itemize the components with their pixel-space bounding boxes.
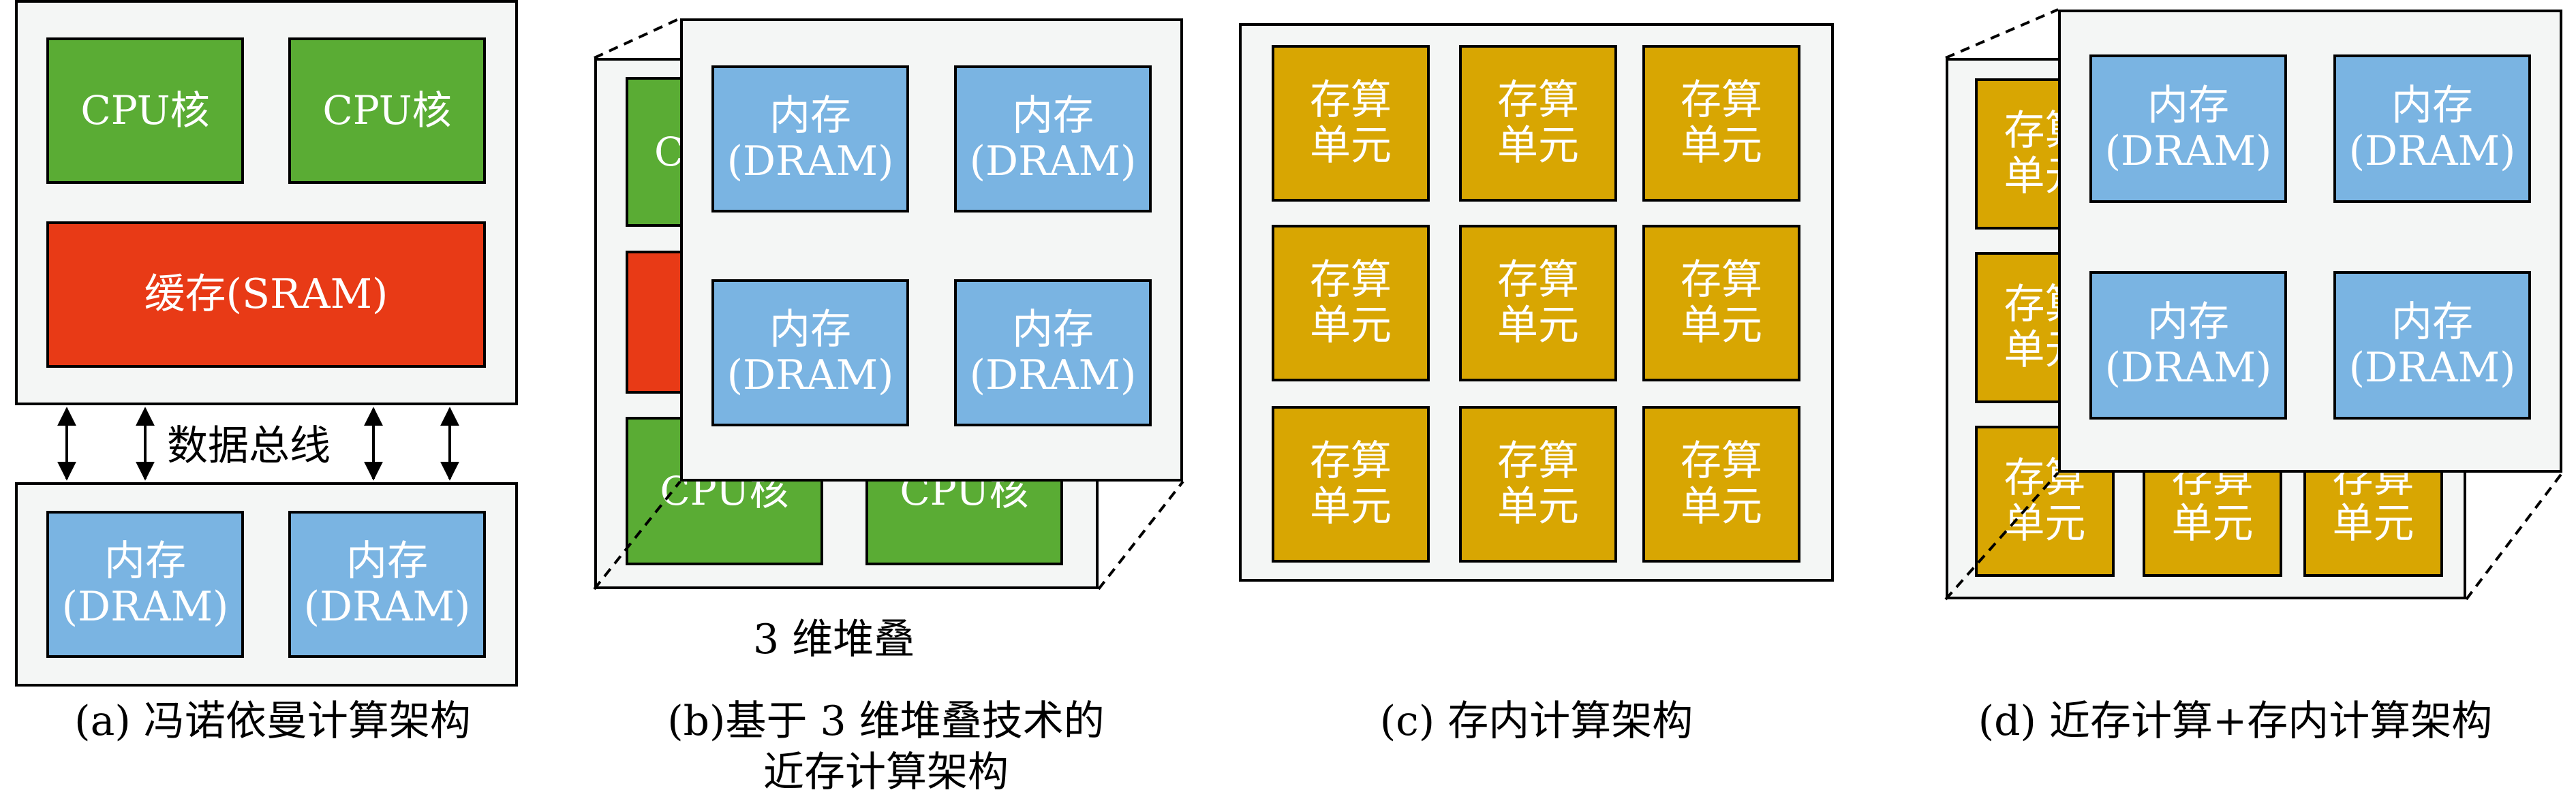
pim-unit-2-line1: 存算 bbox=[1497, 76, 1579, 124]
dram-b-2-line1: 内存 bbox=[1012, 91, 1094, 140]
pim-unit-5: 存算单元 bbox=[1459, 225, 1617, 381]
dram-d-2-line2: (DRAM) bbox=[2348, 127, 2516, 175]
cache-sram: 缓存(SRAM) bbox=[46, 221, 486, 368]
stack-edge-bottom-right bbox=[1097, 480, 1184, 591]
dram-b-4-line2: (DRAM) bbox=[969, 351, 1137, 399]
pim-unit-5-line1: 存算 bbox=[1497, 255, 1579, 304]
pim-back-unit-4-line2: 单元 bbox=[2171, 500, 2254, 548]
dram-b-3: 内存 (DRAM) bbox=[711, 279, 909, 426]
pim-unit-1: 存算单元 bbox=[1272, 45, 1430, 202]
stack-d-edge-bottom-left bbox=[1944, 471, 2059, 601]
data-bus-label: 数据总线 bbox=[167, 422, 331, 470]
dram-d-4-line1: 内存 bbox=[2391, 298, 2473, 346]
dram-d-1-line1: 内存 bbox=[2147, 81, 2229, 129]
dram-b-1-line1: 内存 bbox=[769, 91, 851, 140]
caption-d: (d) 近存计算+存内计算架构 bbox=[1895, 696, 2576, 747]
pim-unit-4-line2: 单元 bbox=[1310, 302, 1392, 349]
back-cpu-top-label: C bbox=[654, 128, 685, 175]
pim-unit-2-line2: 单元 bbox=[1497, 122, 1579, 170]
stack-perspective-lines-b bbox=[593, 17, 1184, 591]
caption-b-line1: (b)基于 3 维堆叠技术的 bbox=[667, 697, 1105, 745]
dram-d-2: 内存 (DRAM) bbox=[2333, 54, 2531, 203]
pim-unit-1-line2: 单元 bbox=[1310, 122, 1392, 170]
dram-b-3-line1: 内存 bbox=[769, 305, 851, 353]
pim-unit-1-line1: 存算 bbox=[1310, 76, 1392, 124]
cpu-core-1: CPU核 bbox=[46, 37, 244, 184]
pim-unit-7: 存算单元 bbox=[1272, 406, 1430, 563]
dram-d-3-line2: (DRAM) bbox=[2104, 344, 2272, 392]
pim-unit-3: 存算单元 bbox=[1642, 45, 1800, 202]
stack-edge-bottom-left bbox=[593, 480, 681, 591]
cpu-core-2: CPU核 bbox=[288, 37, 486, 184]
pim-unit-3-line1: 存算 bbox=[1681, 76, 1762, 124]
pim-unit-3-line2: 单元 bbox=[1681, 122, 1762, 170]
pim-unit-2: 存算单元 bbox=[1459, 45, 1617, 202]
dram-b-2-line2: (DRAM) bbox=[969, 138, 1137, 185]
caption-c-text: (c) 存内计算架构 bbox=[1379, 697, 1693, 745]
caption-b: (b)基于 3 维堆叠技术的 近存计算架构 bbox=[586, 696, 1186, 798]
dram-b-2: 内存 (DRAM) bbox=[954, 65, 1152, 212]
caption-b-line2: 近存计算架构 bbox=[763, 749, 1009, 796]
stack-d-edge-bottom-right bbox=[2465, 471, 2564, 601]
dram-b-4-line1: 内存 bbox=[1012, 305, 1094, 353]
dram-a-2-line2: (DRAM) bbox=[303, 583, 471, 631]
stack-d-edge-top-left bbox=[1945, 8, 2059, 59]
pim-unit-6-line2: 单元 bbox=[1681, 302, 1762, 349]
dram-a-2-line1: 内存 bbox=[346, 537, 428, 585]
dram-d-1-line2: (DRAM) bbox=[2104, 127, 2272, 175]
data-bus-arrows bbox=[57, 407, 459, 481]
pim-unit-9-line1: 存算 bbox=[1681, 437, 1762, 485]
pim-back-unit-3-line2: 单元 bbox=[2004, 500, 2086, 548]
dram-d-3-line1: 内存 bbox=[2147, 298, 2229, 346]
dram-d-2-line1: 内存 bbox=[2391, 81, 2473, 129]
dram-a-1: 内存 (DRAM) bbox=[46, 511, 244, 658]
caption-c: (c) 存内计算架构 bbox=[1239, 696, 1834, 747]
dram-d-3: 内存 (DRAM) bbox=[2089, 271, 2287, 420]
dram-b-4: 内存 (DRAM) bbox=[954, 279, 1152, 426]
stack-label: 3 维堆叠 bbox=[753, 616, 915, 663]
dram-a-2: 内存 (DRAM) bbox=[288, 511, 486, 658]
cache-sram-label: 缓存(SRAM) bbox=[144, 270, 388, 318]
pim-unit-9: 存算单元 bbox=[1642, 406, 1800, 563]
pim-unit-7-line2: 单元 bbox=[1310, 483, 1392, 531]
dram-d-4: 内存 (DRAM) bbox=[2333, 271, 2531, 420]
dram-b-3-line2: (DRAM) bbox=[726, 351, 894, 399]
pim-unit-9-line2: 单元 bbox=[1681, 483, 1762, 531]
cpu-core-1-label: CPU核 bbox=[80, 87, 210, 134]
dram-d-1: 内存 (DRAM) bbox=[2089, 54, 2287, 203]
caption-a: (a) 冯诺依曼计算架构 bbox=[0, 696, 545, 747]
cpu-core-2-label: CPU核 bbox=[322, 87, 452, 134]
dram-b-1: 内存 (DRAM) bbox=[711, 65, 909, 212]
pim-unit-4-line1: 存算 bbox=[1310, 255, 1392, 304]
pim-unit-6: 存算单元 bbox=[1642, 225, 1800, 381]
pim-unit-8: 存算单元 bbox=[1459, 406, 1617, 563]
caption-d-text: (d) 近存计算+存内计算架构 bbox=[1978, 697, 2493, 745]
pim-unit-8-line1: 存算 bbox=[1497, 437, 1579, 485]
pim-unit-4: 存算单元 bbox=[1272, 225, 1430, 381]
caption-a-text: (a) 冯诺依曼计算架构 bbox=[74, 697, 471, 745]
pim-unit-8-line2: 单元 bbox=[1497, 483, 1579, 531]
dram-b-1-line2: (DRAM) bbox=[726, 138, 894, 185]
dram-d-4-line2: (DRAM) bbox=[2348, 344, 2516, 392]
dram-a-1-line2: (DRAM) bbox=[61, 583, 229, 631]
dram-a-1-line1: 内存 bbox=[104, 537, 186, 585]
pim-unit-7-line1: 存算 bbox=[1310, 437, 1392, 485]
pim-back-unit-5-line2: 单元 bbox=[2332, 500, 2414, 548]
stack-perspective-lines-d bbox=[1944, 8, 2564, 601]
pim-unit-6-line1: 存算 bbox=[1681, 255, 1762, 304]
pim-unit-5-line2: 单元 bbox=[1497, 302, 1579, 349]
